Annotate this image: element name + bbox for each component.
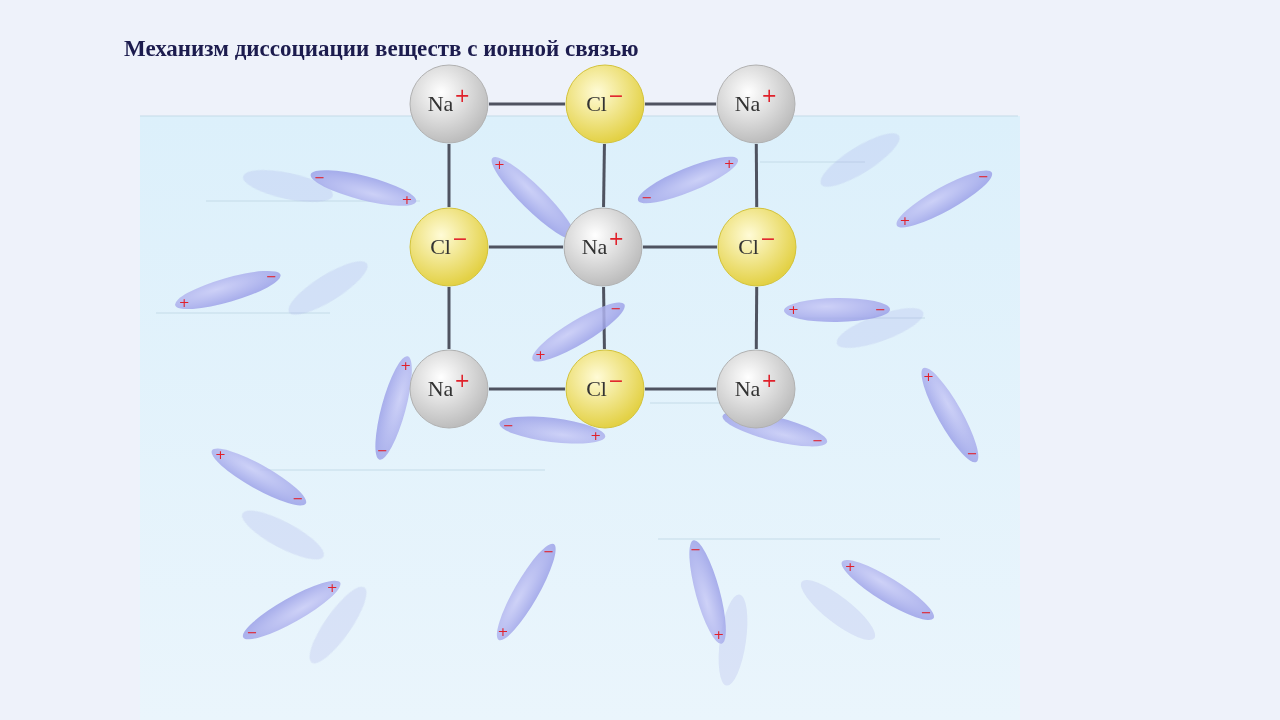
element-symbol: Cl — [738, 234, 759, 260]
dipole-sign: − — [543, 546, 554, 559]
ionic-bond-line — [643, 246, 717, 249]
dipole-sign: + — [215, 448, 226, 461]
element-symbol: Na — [428, 91, 454, 117]
ion-charge: − — [452, 227, 468, 249]
ion-label: Na+ — [409, 349, 489, 429]
water-molecule: +− — [890, 160, 999, 236]
dipole-sign: + — [498, 625, 509, 638]
dipole-sign: + — [536, 347, 547, 360]
ion-charge: + — [761, 84, 777, 106]
water-molecule: +− — [236, 570, 347, 648]
dipole-sign: − — [503, 418, 514, 431]
sodium-ion: Na+ — [409, 349, 489, 429]
sodium-ion: Na+ — [716, 349, 796, 429]
dipole-sign: − — [377, 444, 388, 457]
water-region — [140, 116, 1020, 720]
ion-label: Cl− — [717, 207, 797, 287]
dipole-sign: + — [723, 157, 734, 170]
dipole-sign: − — [266, 270, 277, 283]
dipole-sign: − — [921, 606, 932, 619]
water-molecule: +− — [171, 262, 286, 318]
water-dipole — [367, 352, 421, 464]
ion-charge: − — [608, 369, 624, 391]
element-symbol: Na — [582, 234, 608, 260]
dipole-sign: − — [246, 626, 257, 639]
dipole-sign: + — [401, 193, 412, 206]
ionic-bond-line — [448, 287, 451, 349]
ionic-bond-line — [645, 103, 716, 106]
ionic-bond-line — [489, 103, 565, 106]
element-symbol: Cl — [586, 91, 607, 117]
dipole-sign: − — [293, 491, 304, 504]
dipole-sign: − — [641, 190, 652, 203]
ionic-bond-line — [755, 144, 758, 207]
dipole-sign: − — [314, 170, 325, 183]
dipole-sign: + — [494, 157, 505, 170]
element-symbol: Cl — [430, 234, 451, 260]
dipole-sign: − — [875, 302, 886, 315]
ion-label: Cl− — [409, 207, 489, 287]
dipole-sign: + — [900, 213, 911, 226]
water-molecule: +− — [911, 361, 987, 469]
dipole-sign: + — [327, 581, 338, 594]
dipole-sign: + — [788, 303, 799, 316]
ion-label: Cl− — [565, 349, 645, 429]
dipole-sign: − — [978, 170, 989, 183]
dipole-sign: + — [401, 359, 412, 372]
dipole-sign: − — [812, 434, 823, 447]
water-lines — [140, 116, 1018, 539]
sodium-ion: Na+ — [563, 207, 643, 287]
sodium-ion: Na+ — [409, 64, 489, 144]
dipole-sign: + — [590, 429, 601, 442]
element-symbol: Na — [735, 376, 761, 402]
chloride-ion: Cl− — [565, 64, 645, 144]
element-symbol: Na — [428, 376, 454, 402]
ion-label: Na+ — [409, 64, 489, 144]
dipole-sign: − — [611, 302, 622, 315]
water-molecule: +− — [835, 550, 942, 630]
ion-charge: − — [760, 227, 776, 249]
dipole-sign: − — [690, 543, 701, 556]
ionic-bond-line — [448, 144, 451, 207]
ion-label: Na+ — [716, 64, 796, 144]
ion-charge: + — [608, 227, 624, 249]
water-molecule: +− — [306, 161, 420, 214]
ion-charge: + — [454, 84, 470, 106]
element-symbol: Na — [735, 91, 761, 117]
dipole-sign: + — [845, 560, 856, 573]
ion-charge: − — [608, 84, 624, 106]
water-molecule: +− — [205, 438, 313, 514]
dipole-sign: + — [923, 370, 934, 383]
ionic-bond-line — [602, 144, 606, 207]
dipole-sign: + — [714, 628, 725, 641]
water-molecule: +− — [783, 296, 891, 323]
ion-charge: + — [761, 369, 777, 391]
water-molecule: +− — [632, 147, 744, 213]
element-symbol: Cl — [586, 376, 607, 402]
ion-charge: + — [454, 369, 470, 391]
ionic-bond-line — [489, 246, 563, 249]
ionic-bond-line — [489, 388, 565, 391]
ionic-bond-line — [755, 287, 758, 349]
chloride-ion: Cl− — [717, 207, 797, 287]
ionic-bond-line — [645, 388, 716, 391]
ion-label: Na+ — [563, 207, 643, 287]
water-molecule: +− — [681, 536, 735, 648]
chloride-ion: Cl− — [565, 349, 645, 429]
ion-label: Na+ — [716, 349, 796, 429]
page-title: Механизм диссоциации веществ с ионной св… — [124, 36, 639, 62]
water-dipole — [783, 296, 891, 323]
water-molecule: +− — [487, 537, 566, 648]
dipole-sign: + — [179, 296, 190, 309]
dipole-sign: − — [966, 447, 977, 460]
sodium-ion: Na+ — [716, 64, 796, 144]
ion-label: Cl− — [565, 64, 645, 144]
water-dipole — [681, 536, 735, 648]
faded-water-molecules — [236, 125, 927, 688]
chloride-ion: Cl− — [409, 207, 489, 287]
water-molecule: +− — [367, 352, 421, 464]
